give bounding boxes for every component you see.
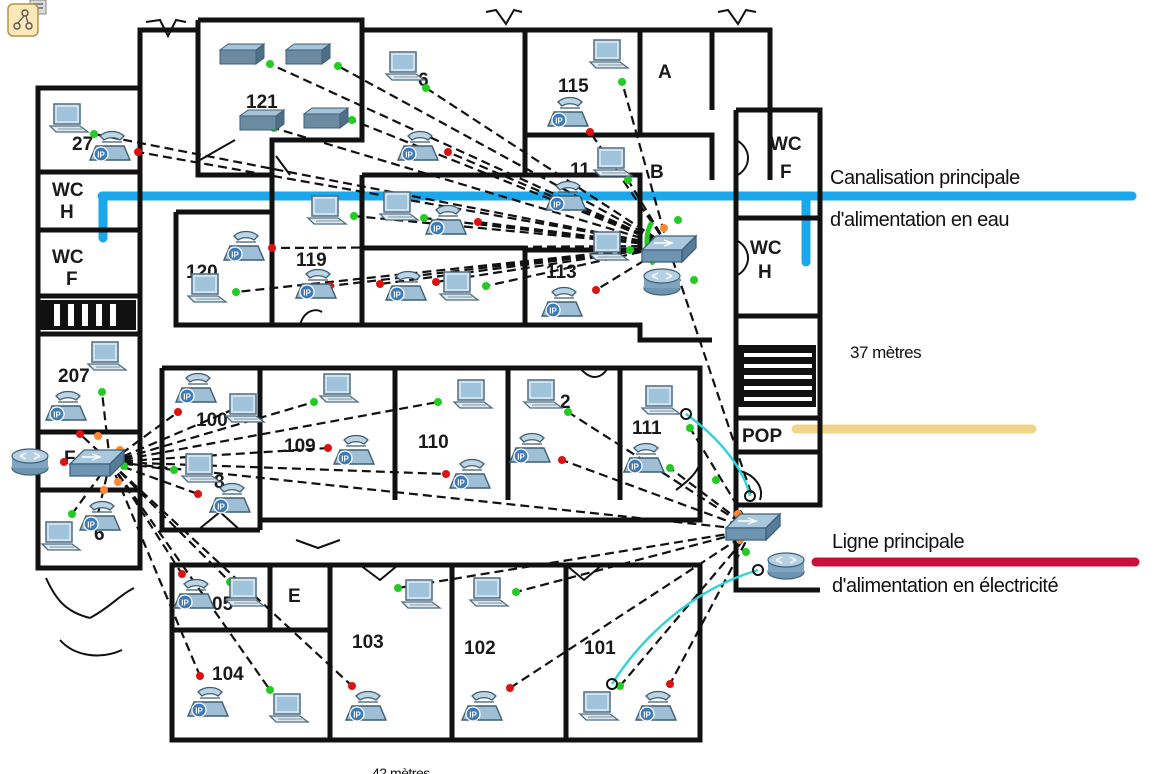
room-a-label: A: [658, 62, 672, 83]
room-119-label: 119: [296, 250, 327, 271]
pc-icon[interactable]: [469, 577, 509, 607]
ip-phone-icon[interactable]: [223, 230, 265, 262]
server-icon[interactable]: [285, 43, 331, 65]
server-icon[interactable]: [219, 43, 265, 65]
router-icon[interactable]: [767, 552, 805, 580]
room-105-label: 05: [212, 594, 234, 615]
pc-icon[interactable]: [589, 39, 629, 69]
ip-phone-icon[interactable]: [545, 180, 587, 212]
ip-phone-icon[interactable]: [295, 268, 337, 300]
server-icon[interactable]: [303, 107, 349, 129]
pc-icon[interactable]: [187, 273, 227, 303]
water-legend-line1: Canalisation principale: [830, 167, 1020, 189]
ip-phone-icon[interactable]: [425, 204, 467, 236]
room-109-label: 109: [284, 436, 316, 457]
pc-icon[interactable]: [641, 385, 681, 415]
router-icon[interactable]: [643, 268, 681, 296]
ip-phone-icon[interactable]: [635, 690, 677, 722]
ip-phone-icon[interactable]: [541, 286, 583, 318]
room-101-label: 101: [584, 638, 616, 659]
ip-phone-icon[interactable]: [397, 130, 439, 162]
room-112-label: 2: [560, 392, 571, 413]
dimension-bottom: 42 mètres: [372, 765, 430, 774]
pc-icon[interactable]: [593, 147, 633, 177]
pc-icon[interactable]: [385, 51, 425, 81]
ip-phone-icon[interactable]: [173, 578, 215, 610]
ip-phone-icon[interactable]: [449, 458, 491, 490]
ip-phone-icon[interactable]: [79, 500, 121, 532]
ip-phone-icon[interactable]: [175, 372, 217, 404]
room-207-label: 207: [58, 366, 90, 387]
room-102-label: 102: [464, 638, 496, 659]
room-115-label: 115: [558, 76, 589, 97]
pc-icon[interactable]: [87, 341, 127, 371]
ip-phone-icon[interactable]: [623, 442, 665, 474]
building-walls: [35, 8, 823, 743]
dimension-right: 37 mètres: [850, 343, 921, 362]
server-icon[interactable]: [239, 109, 285, 131]
room-b-label: B: [650, 162, 664, 183]
room-f-label: F: [64, 448, 76, 469]
ip-phone-icon[interactable]: [461, 690, 503, 722]
ip-phone-icon[interactable]: [45, 390, 87, 422]
pc-icon[interactable]: [181, 453, 221, 483]
ip-phone-icon[interactable]: [187, 686, 229, 718]
room-106-label: 6: [94, 524, 105, 545]
logical-workspace-icon[interactable]: [6, 0, 52, 40]
pc-icon[interactable]: [319, 373, 359, 403]
router-icon[interactable]: [11, 448, 49, 476]
pc-icon[interactable]: [41, 521, 81, 551]
room-104-label: 104: [212, 664, 244, 685]
ip-phone-icon[interactable]: [385, 270, 427, 302]
pc-icon[interactable]: [401, 579, 441, 609]
pc-icon[interactable]: [523, 379, 563, 409]
pc-icon[interactable]: [269, 693, 309, 723]
pc-icon[interactable]: [453, 379, 493, 409]
ip-phone-icon[interactable]: [333, 434, 375, 466]
room-110-label: 110: [418, 432, 449, 453]
room-e-label: E: [288, 586, 301, 607]
room-121-label: 121: [246, 92, 278, 113]
power-legend-line1: Ligne principale: [832, 531, 964, 553]
room-207-top-label: 27: [72, 134, 93, 155]
room-103-label: 103: [352, 632, 384, 653]
room-114-label: 11: [570, 160, 591, 181]
pc-icon[interactable]: [225, 577, 265, 607]
ip-phone-icon[interactable]: [547, 96, 589, 128]
room-111-label: 111: [632, 418, 662, 439]
power-legend-line2: d'alimentation en électricité: [832, 575, 1058, 597]
water-legend-line2: d'alimentation en eau: [830, 209, 1009, 231]
pop-label: POP: [742, 426, 782, 447]
ip-phone-icon[interactable]: [345, 690, 387, 722]
network-cables: [64, 62, 759, 691]
pc-icon[interactable]: [49, 103, 89, 133]
ip-phone-icon[interactable]: [509, 432, 551, 464]
switch-icon[interactable]: [69, 449, 125, 477]
pc-icon[interactable]: [579, 691, 619, 721]
